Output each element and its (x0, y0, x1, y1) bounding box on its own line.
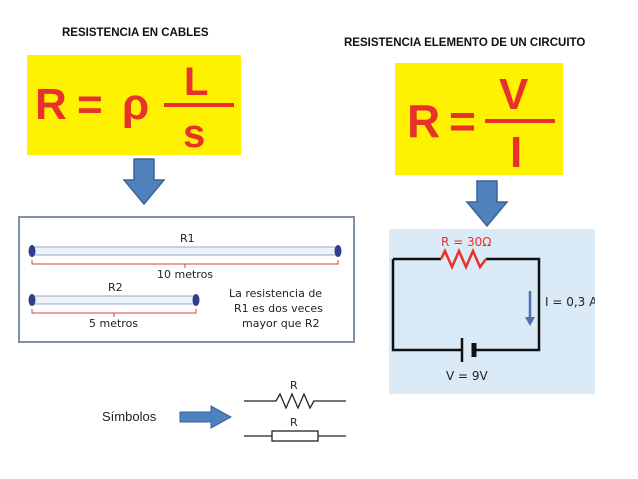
down-arrow-icon (122, 158, 166, 206)
resistor-symbols: R R (244, 379, 346, 442)
formula-denominator-s: s (183, 112, 205, 155)
comparison-note-line-3: mayor que R2 (242, 317, 320, 330)
formula-equals: = (77, 80, 103, 129)
comparison-note-line-1: La resistencia de (229, 287, 322, 300)
resistor-label: R = 30Ω (441, 235, 491, 249)
cables-comparison-panel: R1 10 metros R2 5 metros La resistencia … (18, 216, 355, 343)
formula-denominator-i: I (510, 128, 522, 175)
formula-r-right: R (407, 95, 440, 147)
formula-graphic: R = ρ L s (35, 60, 234, 156)
cable-r2-end-right (192, 294, 200, 306)
cable-r1 (31, 246, 339, 256)
formula-r: R (35, 80, 67, 129)
cable-r1-end-left (28, 245, 36, 257)
box-resistor-icon (271, 430, 319, 442)
current-label: I = 0,3 A (545, 295, 595, 309)
fraction-bar (164, 103, 234, 107)
formula-numerator-v: V (499, 70, 529, 119)
right-heading: RESISTENCIA ELEMENTO DE UN CIRCUITO (344, 37, 586, 49)
circuit-resistance-formula: R = V I (395, 63, 563, 177)
zigzag-symbol-label: R (290, 379, 298, 392)
cable-resistance-formula: R = ρ L s (27, 55, 241, 156)
resistor-icon (439, 247, 487, 271)
symbols-label: Símbolos (102, 409, 157, 424)
cable-r1-length: 10 metros (157, 268, 213, 281)
r1-length-bracket (31, 260, 339, 268)
formula-rho: ρ (122, 80, 149, 129)
cable-r2-end-left (28, 294, 36, 306)
left-heading: RESISTENCIA EN CABLES (62, 27, 209, 39)
formula-numerator-l: L (184, 60, 208, 104)
circuit-panel: R = 30Ω V = 9V I = 0,3 A (389, 229, 598, 394)
circuit-wires (391, 257, 541, 352)
current-arrow-icon (525, 317, 535, 326)
box-symbol-label: R (290, 416, 298, 429)
cable-r2-label: R2 (108, 281, 123, 294)
formula-equals-right: = (449, 95, 476, 147)
down-arrow-icon (465, 180, 509, 228)
right-arrow-icon (179, 405, 233, 429)
comparison-note-line-2: R1 es dos veces (234, 302, 323, 315)
circuit-diagram: R = 30Ω V = 9V I = 0,3 A (391, 235, 598, 383)
cables-illustration: R1 10 metros R2 5 metros La resistencia … (28, 232, 342, 330)
r2-length-bracket (31, 309, 197, 317)
cable-r2-length: 5 metros (89, 317, 138, 330)
cable-r1-label: R1 (180, 232, 195, 245)
voltage-label: V = 9V (446, 369, 489, 383)
cable-r1-end-right (334, 245, 342, 257)
fraction-bar-right (485, 119, 555, 123)
formula-graphic-right: R = V I (407, 70, 555, 177)
zigzag-resistor-icon (244, 392, 346, 410)
cable-r2 (31, 295, 197, 305)
